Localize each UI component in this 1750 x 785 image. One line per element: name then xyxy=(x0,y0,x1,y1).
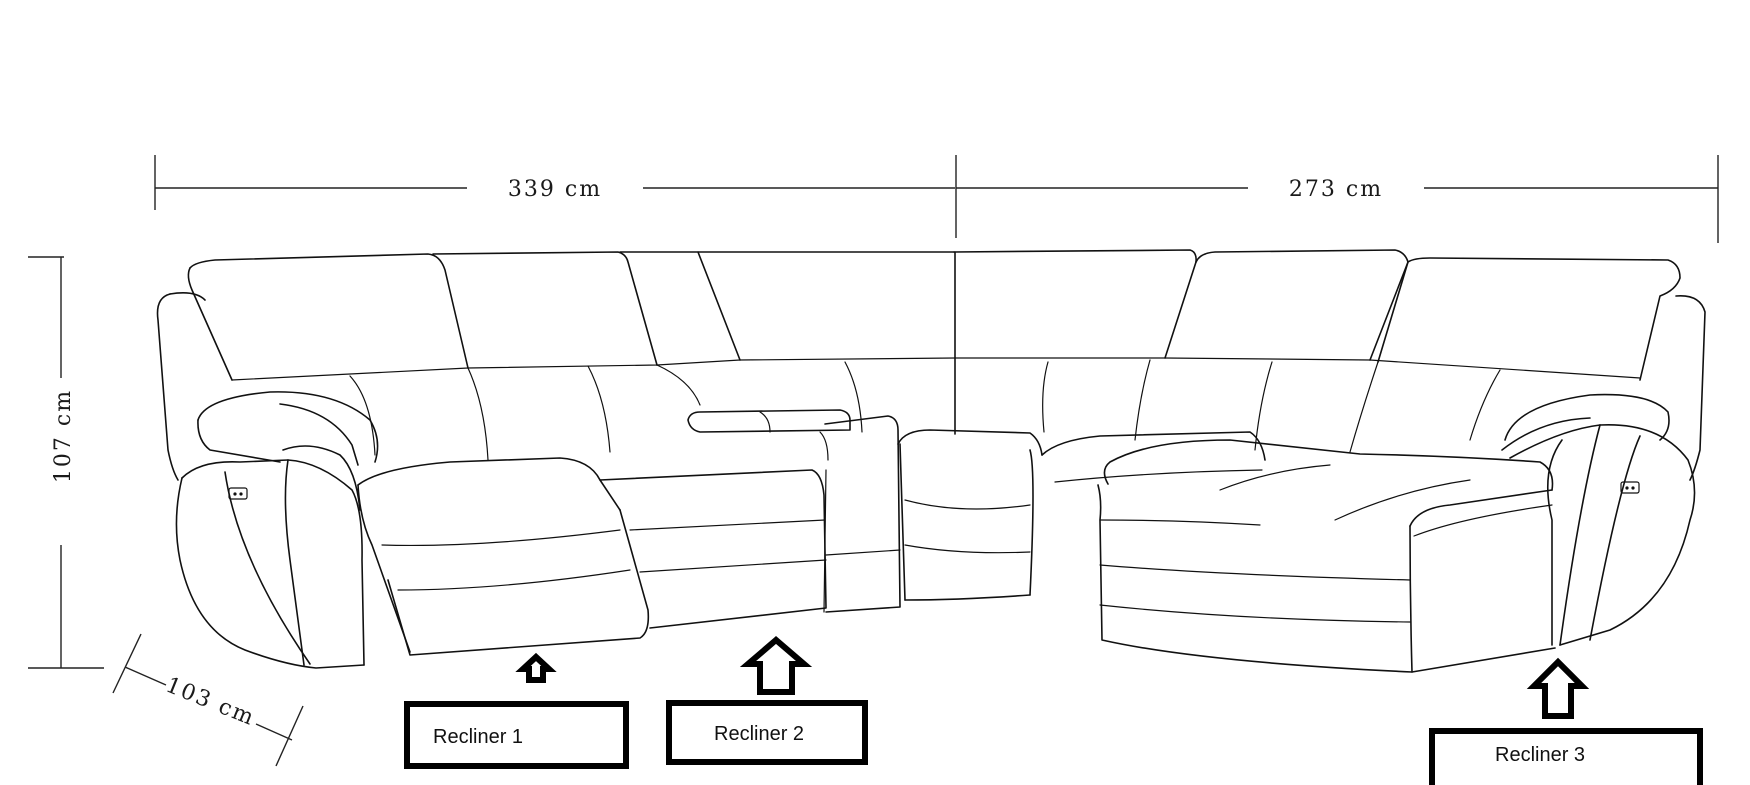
recliner-3-label: Recliner 3 xyxy=(1495,744,1585,766)
recliner-2-callout: Recliner 2 xyxy=(666,636,868,765)
sofa-left-section xyxy=(156,251,956,669)
dimension-label-107: 107 cm xyxy=(51,389,76,483)
sofa-corner-section xyxy=(897,249,1197,601)
recliner-3-label-box xyxy=(1429,728,1703,785)
dimension-height: 107 cm xyxy=(28,256,104,669)
recliner-2-label-box xyxy=(666,700,868,765)
recliner-1-label: Recliner 1 xyxy=(433,726,523,748)
recliner-2-label: Recliner 2 xyxy=(714,723,804,745)
dimension-width-left: 339 cm xyxy=(154,155,955,210)
dimension-label-339: 339 cm xyxy=(508,177,602,202)
up-arrow-icon xyxy=(515,652,557,683)
dimension-label-103: 103 cm xyxy=(162,673,259,731)
recliner-3-callout: Recliner 3 xyxy=(1429,657,1703,785)
dimension-label-273: 273 cm xyxy=(1289,177,1383,202)
up-arrow-icon xyxy=(739,636,813,695)
recliner-1-callout: Recliner 1 xyxy=(404,652,629,769)
dimension-width-right: 273 cm xyxy=(955,155,1719,243)
recliner-1-label-box xyxy=(404,701,629,769)
up-arrow-icon xyxy=(1526,657,1590,719)
dimension-depth: 103 cm xyxy=(112,633,304,767)
sofa-right-section xyxy=(1041,249,1706,673)
